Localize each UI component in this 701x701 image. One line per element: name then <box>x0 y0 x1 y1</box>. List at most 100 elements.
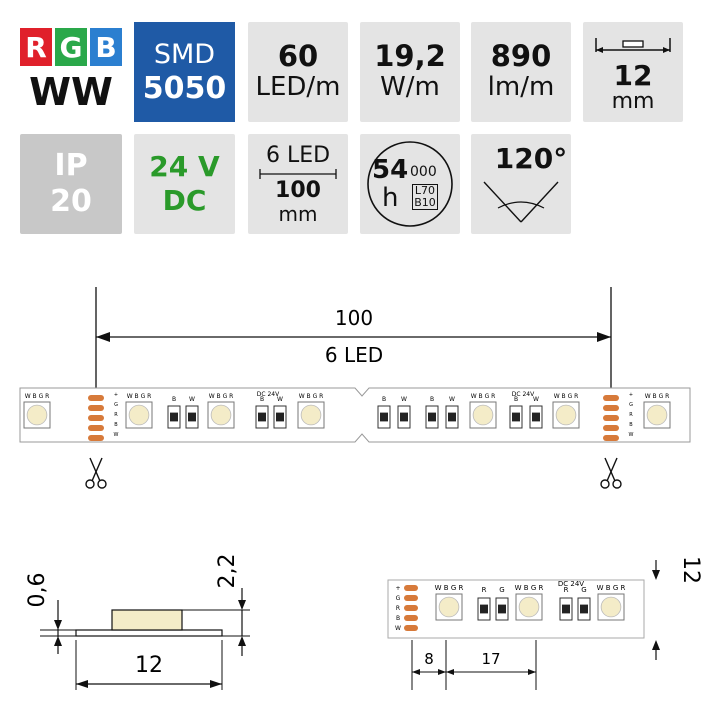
solder-pad <box>88 425 104 431</box>
cut-badge: 6 LED 100 mm <box>248 134 348 234</box>
pad-label: W <box>629 432 634 438</box>
led-label: W B G R <box>25 393 50 400</box>
resistor-label: W <box>449 396 455 403</box>
blue-square: B <box>90 28 122 66</box>
pad-label: R <box>629 412 633 418</box>
pad-label: + <box>629 392 633 398</box>
l70-label: L70 <box>414 184 436 197</box>
green-square: G <box>55 28 87 66</box>
pitch-b: 17 <box>481 650 500 668</box>
resistor-body <box>580 604 588 614</box>
led-label: W B G R <box>127 393 152 400</box>
pad-label: R <box>396 605 400 612</box>
scissors-icon-left <box>85 457 107 489</box>
solder-pad <box>404 595 418 601</box>
led-lens <box>472 404 494 426</box>
ip-label: IP <box>54 148 88 183</box>
width-badge: 12 mm <box>583 22 683 122</box>
voltage-value: 24 V <box>149 150 220 183</box>
solder-pad <box>404 625 418 631</box>
resistor-body <box>480 604 488 614</box>
profile-width: 12 <box>135 653 163 678</box>
resistor-body <box>448 412 456 422</box>
resistor-label: B <box>382 396 386 403</box>
smd-badge: SMD 5050 <box>134 22 235 122</box>
dc-label: DC 24V <box>512 391 535 398</box>
density-unit: LED/m <box>255 72 341 102</box>
resistor-body <box>428 412 436 422</box>
resistor-body <box>276 412 284 422</box>
resistor-label: G <box>581 586 586 594</box>
led-lens <box>300 404 322 426</box>
pad-label: + <box>395 585 400 592</box>
lifetime-thousands: 000 <box>410 164 437 180</box>
led-label: W B G R <box>435 584 464 592</box>
profile-section: 12 0,6 2,2 <box>25 554 250 690</box>
angle-value: 120° <box>494 142 568 175</box>
led-lens <box>438 596 460 618</box>
density-value: 60 <box>277 39 319 73</box>
lifetime-value: 54 <box>372 155 409 185</box>
solder-pad <box>88 415 104 421</box>
led-lens <box>210 404 232 426</box>
solder-pad <box>88 435 104 441</box>
arrow-left <box>96 332 110 342</box>
resistor-body <box>512 412 520 422</box>
cut-value: 100 <box>275 178 321 203</box>
solder-pad <box>88 395 104 401</box>
dc-label: DC 24V <box>257 391 280 398</box>
resistor-label: W <box>533 396 539 403</box>
led-label: W B G R <box>554 393 579 400</box>
solder-pad <box>603 395 619 401</box>
pitch-a: 8 <box>424 650 434 668</box>
resistor-body <box>498 604 506 614</box>
power-value: 19,2 <box>374 39 446 73</box>
power-unit: W/m <box>380 72 440 102</box>
lumen-value: 890 <box>490 39 552 73</box>
solder-pad <box>404 605 418 611</box>
resistor-label: B <box>172 396 176 403</box>
pad-label: G <box>114 402 118 408</box>
led-label: W B G R <box>299 393 324 400</box>
pad-label: B <box>114 422 118 428</box>
arrow-right <box>597 332 611 342</box>
pad-label: B <box>629 422 633 428</box>
solder-pad <box>88 405 104 411</box>
pad-label: + <box>114 392 118 398</box>
resistor-body <box>400 412 408 422</box>
resistor-body <box>188 412 196 422</box>
led-label: W B G R <box>515 584 544 592</box>
smd-type: 5050 <box>142 71 227 106</box>
solder-pad <box>404 585 418 591</box>
cut-length-icon <box>259 169 337 179</box>
ww-label: WW <box>29 70 113 114</box>
pad-label: B <box>396 615 400 622</box>
resistor-label: B <box>260 396 264 403</box>
resistor-label: W <box>401 396 407 403</box>
rgb-ww-badge: R G B WW <box>20 28 122 116</box>
resistor-body <box>380 412 388 422</box>
smd-label: SMD <box>153 39 216 70</box>
solder-pad <box>603 415 619 421</box>
ip-badge: IP 20 <box>20 134 122 234</box>
solder-pad <box>603 425 619 431</box>
width-unit: mm <box>611 89 655 114</box>
resistor-body <box>258 412 266 422</box>
beam-angle-icon <box>483 181 559 223</box>
power-badge: 19,2 W/m <box>360 22 460 122</box>
profile-thickness: 0,6 <box>25 573 50 608</box>
resistor-label: R <box>482 586 487 594</box>
pad-label: W <box>114 432 119 438</box>
led-lens <box>646 404 668 426</box>
resistor-label: B <box>430 396 434 403</box>
resistor-label: R <box>564 586 569 594</box>
led-label: W B G R <box>471 393 496 400</box>
scissors-icon-right <box>600 457 622 489</box>
resistor-body <box>562 604 570 614</box>
resistor-label: G <box>499 586 504 594</box>
width-value: 12 <box>613 59 653 92</box>
profile-height: 2,2 <box>215 554 240 589</box>
dimension-leds: 6 LED <box>325 343 383 367</box>
